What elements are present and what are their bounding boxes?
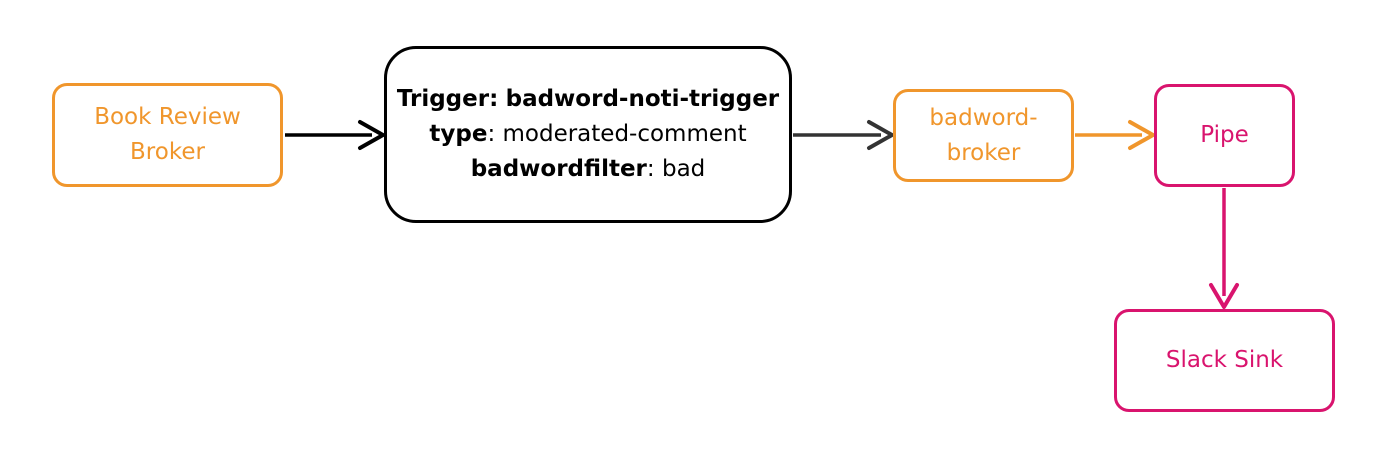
arrowhead-trigger-to-badword-broker [867, 120, 894, 150]
pipe-label: Pipe [1200, 122, 1249, 148]
badword-broker-label-line1: badword- [929, 104, 1038, 131]
trigger-title-key: Trigger: [396, 86, 499, 112]
node-trigger: Trigger: badword-noti-trigger type: mode… [384, 46, 792, 223]
badword-broker-label-line2: broker [946, 139, 1021, 166]
trigger-title-value: badword-noti-trigger [505, 86, 780, 112]
trigger-filter-value: : bad [646, 156, 706, 182]
trigger-type-key: type [429, 121, 488, 147]
trigger-title: Trigger: badword-noti-trigger [397, 82, 779, 117]
node-pipe: Pipe [1154, 84, 1295, 187]
book-review-broker-label-line2: Broker [130, 139, 205, 165]
trigger-filter-row: badwordfilter: bad [471, 152, 706, 187]
arrowhead-badword-broker-to-pipe [1128, 120, 1155, 150]
book-review-broker-label-line1: Book Review [94, 104, 241, 130]
arrowhead-broker-to-trigger [358, 120, 385, 150]
node-slack-sink: Slack Sink [1114, 309, 1335, 412]
trigger-filter-key: badwordfilter [470, 156, 647, 182]
trigger-type-value: : moderated-comment [487, 121, 747, 147]
slack-sink-label: Slack Sink [1165, 347, 1284, 373]
arrowhead-pipe-to-slack-sink [1209, 283, 1239, 309]
trigger-type-row: type: moderated-comment [429, 117, 746, 152]
node-book-review-broker: Book Review Broker [52, 83, 283, 187]
node-badword-broker: badword- broker [893, 89, 1074, 182]
